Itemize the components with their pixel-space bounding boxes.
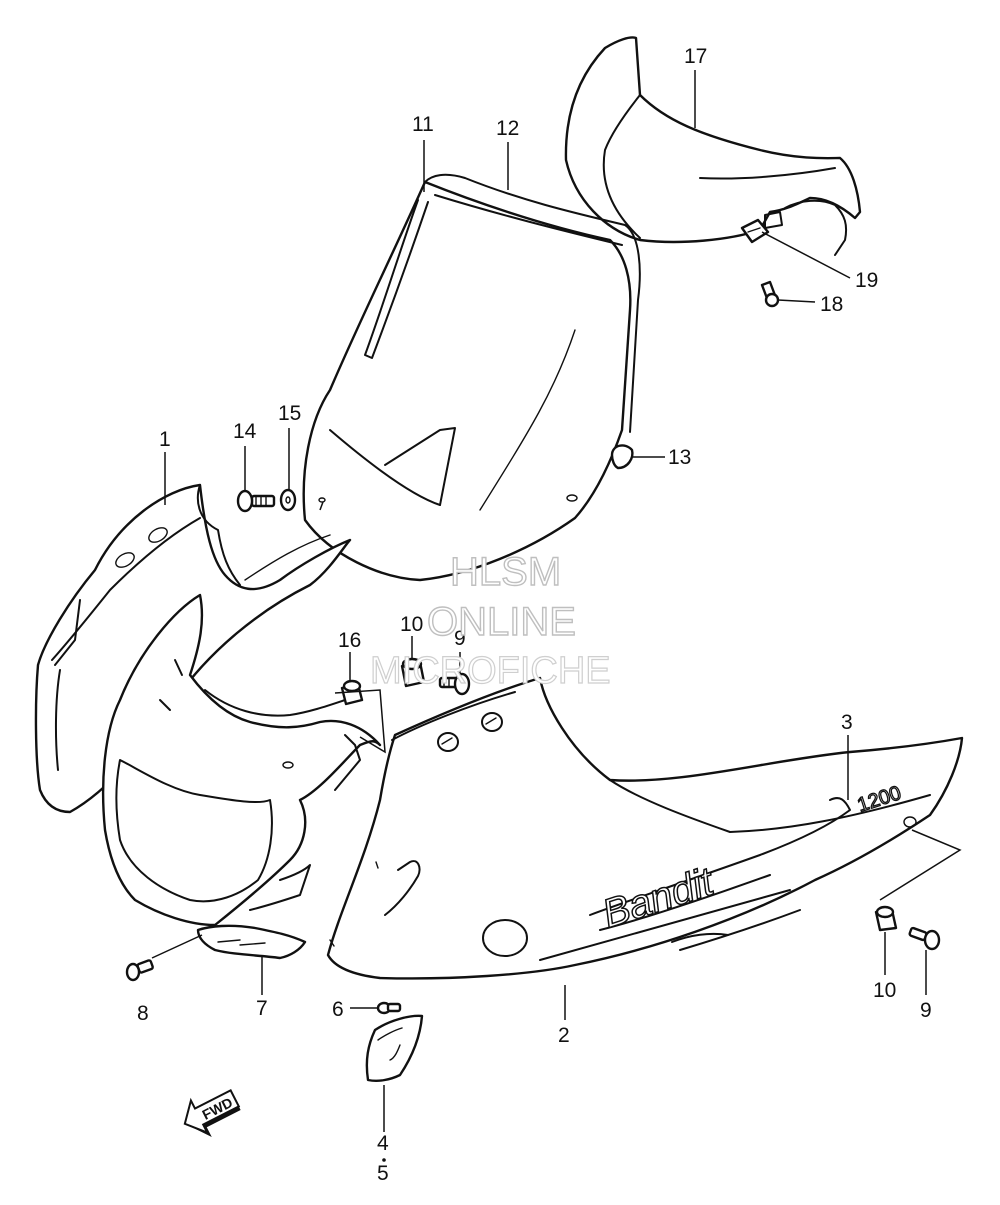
part-14-bolt xyxy=(236,489,276,513)
fwd-arrow-shadow xyxy=(184,1106,241,1138)
watermark-line-1: HLSM xyxy=(450,550,561,594)
callout-separator-dot xyxy=(382,1158,386,1162)
callout-19: 19 xyxy=(855,269,878,292)
part-9-bolt-center xyxy=(438,672,471,696)
callout-7: 7 xyxy=(256,997,268,1020)
part-10-grommet-center xyxy=(400,657,426,688)
watermark-line-2: ONLINE xyxy=(427,600,576,644)
callout-18: 18 xyxy=(820,293,843,316)
callout-2: 2 xyxy=(558,1024,570,1047)
callout-3: 3 xyxy=(841,711,853,734)
callout-6: 6 xyxy=(332,998,344,1021)
callout-12: 12 xyxy=(496,117,519,140)
leader-lines xyxy=(151,70,962,1132)
callout-numbers: 17 11 12 19 18 13 14 15 1 16 10 9 3 2 7 … xyxy=(137,45,932,1185)
callout-5: 5 xyxy=(377,1162,389,1185)
part-19-clip-nut xyxy=(740,218,770,244)
part-2-side-cowling xyxy=(326,676,964,980)
part-8-screw xyxy=(125,959,154,982)
inner-cowling-panel xyxy=(101,593,382,927)
part-13-grommet xyxy=(610,444,634,470)
callout-17: 17 xyxy=(684,45,707,68)
callout-4: 4 xyxy=(377,1132,389,1155)
callout-9-center: 9 xyxy=(454,627,466,650)
callout-10-center: 10 xyxy=(400,613,423,636)
callout-1: 1 xyxy=(159,428,171,451)
callout-15: 15 xyxy=(278,402,301,425)
callout-13: 13 xyxy=(668,446,691,469)
callout-16: 16 xyxy=(338,629,361,652)
callout-14: 14 xyxy=(233,420,257,443)
part-4-small-cover xyxy=(365,1014,424,1082)
part-17-meter-cover xyxy=(564,36,862,256)
callout-9-right: 9 xyxy=(920,999,932,1022)
callout-11: 11 xyxy=(412,113,434,136)
part-7-lower-bracket xyxy=(196,924,307,960)
fwd-arrow: FWD xyxy=(183,1089,241,1138)
part-9-bolt-right xyxy=(908,926,941,951)
part-10-grommet-right xyxy=(874,905,898,932)
part-11-windscreen xyxy=(302,173,641,582)
part-6-screw xyxy=(376,1001,402,1015)
callout-8: 8 xyxy=(137,1002,149,1025)
part-15-washer xyxy=(279,488,297,512)
part-18-screw xyxy=(760,280,780,308)
watermark: HLSM ONLINE MICROFICHE xyxy=(369,549,611,692)
callout-10-right: 10 xyxy=(873,979,896,1002)
watermark-line-3: MICROFICHE xyxy=(370,650,611,692)
part-16-nut xyxy=(340,679,364,706)
